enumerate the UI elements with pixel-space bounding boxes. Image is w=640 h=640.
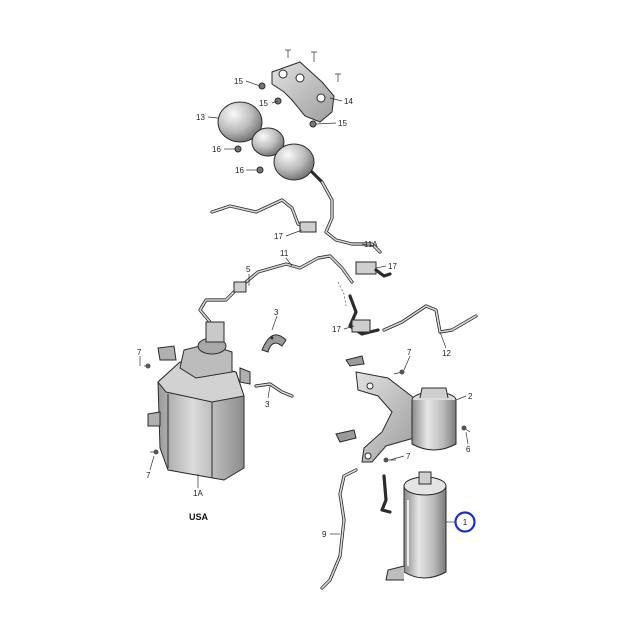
leader-lines	[139, 80, 469, 535]
callout-1a[interactable]: 1A	[193, 489, 203, 498]
bolts-top	[234, 49, 341, 174]
hose-9	[320, 468, 358, 590]
region-label-usa: USA	[189, 512, 209, 522]
callout-7[interactable]: 7	[137, 348, 142, 357]
hose-3-lower	[254, 382, 294, 398]
callout-6[interactable]: 6	[466, 445, 471, 454]
bracket-2	[335, 355, 457, 463]
callout-17[interactable]: 17	[332, 325, 341, 334]
canister-1	[380, 471, 447, 581]
callout-3[interactable]: 3	[274, 308, 279, 317]
callout-9[interactable]: 9	[322, 530, 327, 539]
callout-15[interactable]: 15	[338, 119, 347, 128]
callout-3[interactable]: 3	[265, 400, 270, 409]
callout-7[interactable]: 7	[406, 452, 411, 461]
hose-11	[244, 254, 354, 284]
callout-labels: 15 15 15 14 13 16 16 17 11 11A 17 5 3 17…	[137, 77, 473, 539]
resonator-13	[217, 101, 324, 184]
highlight-ring-icon	[454, 511, 476, 533]
highlighted-callout-1[interactable]: 1	[454, 511, 476, 533]
callout-15[interactable]: 15	[259, 99, 268, 108]
bracket-14	[271, 61, 335, 123]
callout-7[interactable]: 7	[146, 471, 151, 480]
callout-16[interactable]: 16	[235, 166, 244, 175]
hose-12	[337, 281, 478, 336]
callout-17[interactable]: 17	[388, 262, 397, 271]
callout-1[interactable]: 1	[463, 518, 468, 527]
callout-13[interactable]: 13	[196, 113, 205, 122]
callout-11[interactable]: 11	[280, 249, 289, 258]
callout-15[interactable]: 15	[234, 77, 243, 86]
callout-17[interactable]: 17	[274, 232, 283, 241]
bolts-bracket	[144, 363, 471, 463]
callout-7[interactable]: 7	[407, 348, 412, 357]
callout-12[interactable]: 12	[442, 349, 451, 358]
callout-16[interactable]: 16	[212, 145, 221, 154]
hose-11a	[210, 180, 392, 278]
callout-5[interactable]: 5	[246, 265, 251, 274]
callout-11a[interactable]: 11A	[364, 240, 378, 249]
callout-14[interactable]: 14	[344, 97, 353, 106]
canister-1a	[147, 321, 251, 481]
clamp-3-upper	[261, 334, 287, 353]
hose-5	[198, 281, 247, 324]
callout-2[interactable]: 2	[468, 392, 473, 401]
